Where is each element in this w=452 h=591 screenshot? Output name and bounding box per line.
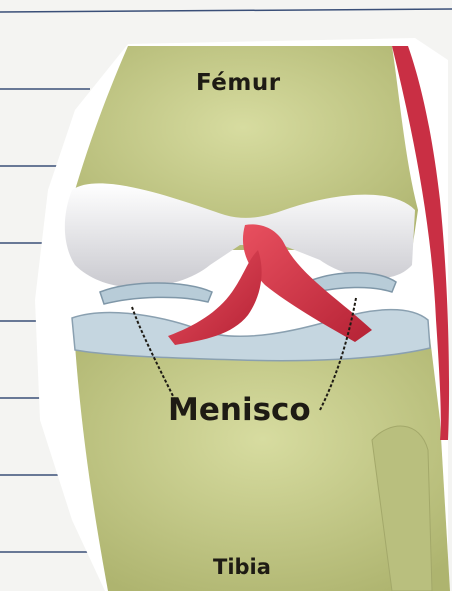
menisco-label: Menisco <box>168 392 311 428</box>
tibia-label: Tibia <box>213 555 271 579</box>
femur-label: Fémur <box>196 70 281 96</box>
